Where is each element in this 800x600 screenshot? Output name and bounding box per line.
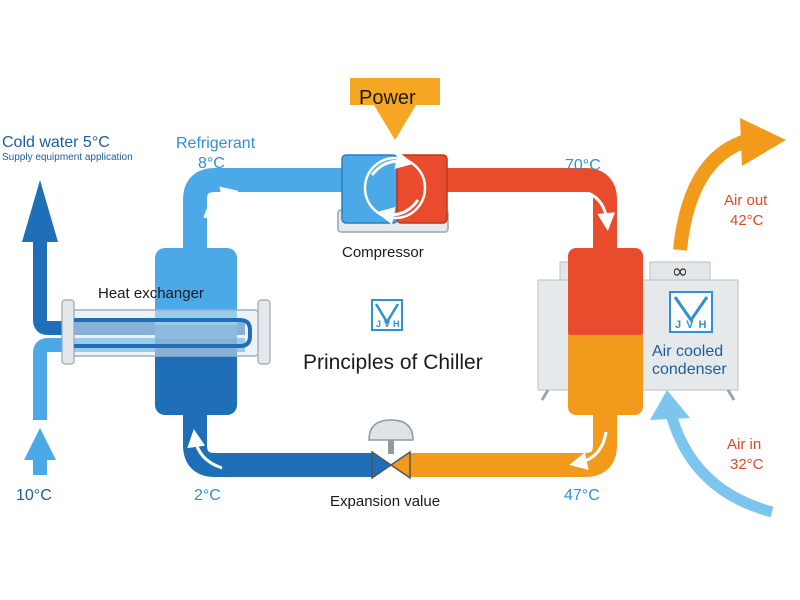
power-label: Power	[359, 87, 416, 109]
power-arrow	[350, 78, 440, 140]
refrigerant-label: Refrigerant	[176, 135, 256, 152]
air-out-label: Air out	[724, 192, 768, 209]
flow-arrow-top-left	[203, 186, 239, 219]
fan-icon-right: ∞	[672, 259, 689, 283]
condenser-coil-seam	[568, 335, 643, 345]
condenser-leg-right	[726, 389, 736, 401]
air-in-arrow	[664, 408, 774, 518]
compressor-rotation-arrow-2	[376, 199, 420, 225]
valve-body-right	[389, 450, 411, 480]
flow-arrow-top-right	[587, 191, 616, 231]
air-in-label: Air in	[727, 436, 762, 453]
supply-label: Supply equipment application	[2, 152, 133, 163]
expansion-valve-label: Expansion value	[330, 493, 441, 510]
valve-body-left	[371, 450, 393, 480]
refrigerant-pipe-cold	[183, 168, 360, 274]
logo-center-text: JVH	[376, 319, 403, 329]
valve-stem	[388, 440, 394, 454]
cold-water-label: Cold water 5°C	[2, 134, 110, 151]
logo-condenser	[669, 291, 713, 333]
compressor-label: Compressor	[342, 244, 424, 261]
heat-exchanger-label: Heat exchanger	[98, 285, 204, 302]
air-in-temp: 32°C	[730, 456, 764, 473]
cold-water-pipe	[33, 240, 245, 335]
condenser-coil-liquid	[568, 335, 643, 415]
air-out-arrow-head	[740, 118, 786, 166]
condenser-label-line2: condenser	[652, 361, 727, 378]
low-temp: 2°C	[194, 487, 221, 504]
heat-exchanger-flange-right	[257, 299, 271, 365]
compressor-body-right	[396, 154, 448, 224]
condenser-label-line1: Air cooled	[652, 343, 724, 360]
logo-condenser-text: JVH	[675, 319, 712, 331]
inlet-water-temp: 10°C	[16, 487, 52, 504]
heat-exchanger-coil	[74, 318, 252, 348]
flow-arrow-bottom-right	[569, 431, 608, 470]
inlet-water-arrow-tail	[33, 455, 47, 475]
heat-exchanger-flange-left	[61, 299, 75, 365]
hot-gas-temp: 70°C	[565, 157, 601, 174]
refrigerant-temp: 8°C	[198, 155, 225, 172]
heat-exchanger-shell	[69, 309, 261, 357]
compressor-body-left	[341, 154, 398, 224]
liquid-temp: 47°C	[564, 487, 600, 504]
condenser-coil-hot	[568, 248, 643, 340]
valve-actuator	[368, 419, 414, 441]
inlet-water-arrow-head	[24, 428, 56, 460]
compressor-rotation-arrow-1	[370, 151, 414, 176]
diagram-title: Principles of Chiller	[303, 351, 483, 374]
air-out-temp: 42°C	[730, 212, 764, 229]
cold-water-arrow-head	[22, 180, 58, 242]
air-in-arrow-head	[650, 390, 690, 420]
logo-center	[371, 299, 403, 331]
refrigerant-pipe-hot	[430, 168, 617, 274]
flow-arrow-bottom-left	[187, 429, 223, 470]
inlet-water-pipe	[33, 338, 245, 420]
condenser-leg-left	[540, 389, 550, 401]
